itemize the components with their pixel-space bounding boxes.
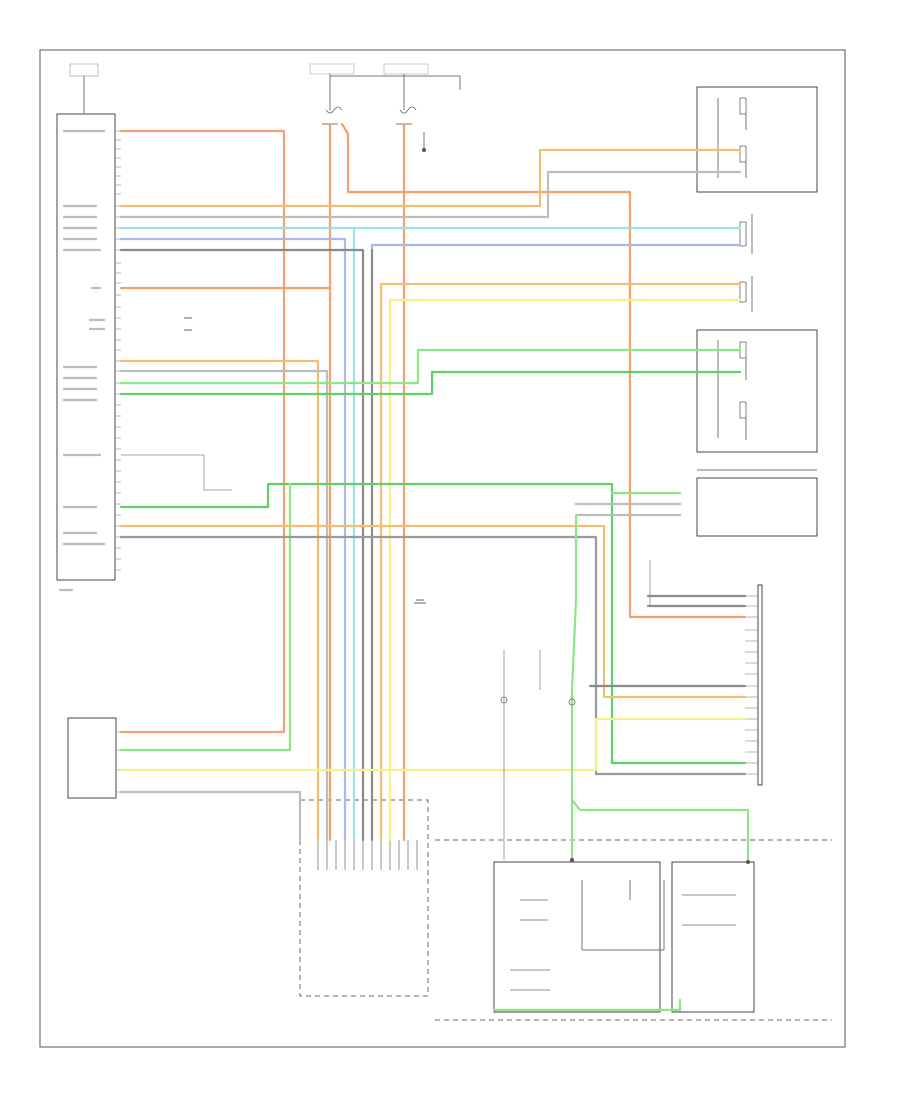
diagram-frame bbox=[39, 49, 846, 1048]
radio-box bbox=[56, 113, 116, 581]
rear-audio-controls bbox=[696, 469, 818, 537]
wire-yellow bbox=[388, 298, 742, 842]
ground-icon bbox=[184, 317, 426, 604]
radio-pin-ticks bbox=[115, 130, 121, 571]
wire-light-green bbox=[119, 348, 742, 385]
inline-connectors bbox=[121, 454, 651, 860]
radio-pin-label-stubs bbox=[58, 129, 106, 592]
speaker-coil-icon bbox=[739, 145, 747, 163]
wire-orange bbox=[340, 122, 747, 619]
wire-light-green bbox=[492, 998, 682, 1012]
left-rear-speaker bbox=[739, 214, 753, 254]
wire-tan bbox=[379, 282, 742, 842]
wire-green bbox=[119, 370, 742, 396]
ground-icon bbox=[422, 148, 426, 152]
speaker-coil-icon bbox=[739, 281, 747, 303]
wire-dark-gray bbox=[119, 248, 365, 842]
wires bbox=[119, 122, 750, 1012]
steering-wheel-controls bbox=[435, 839, 832, 1021]
wire-blue bbox=[119, 237, 347, 842]
right-rear-speaker bbox=[739, 276, 753, 312]
right-front-speakers bbox=[696, 329, 818, 453]
speaker-coil-icon bbox=[739, 401, 747, 419]
speaker-coil-icon bbox=[739, 97, 747, 115]
body-control-module bbox=[745, 584, 763, 786]
wire-tan bbox=[119, 148, 742, 208]
wire-yellow bbox=[119, 717, 747, 772]
wire-green bbox=[119, 482, 747, 765]
wire-tan bbox=[119, 359, 320, 842]
wire-light-green bbox=[570, 798, 750, 864]
wire-gray bbox=[119, 170, 742, 219]
power-feed-area bbox=[309, 63, 461, 152]
wire-blue bbox=[370, 243, 742, 252]
connector-pin-icon bbox=[746, 860, 750, 864]
switch-contact-icon bbox=[510, 894, 736, 991]
radio-component bbox=[56, 63, 121, 592]
speaker-coil-icon bbox=[739, 221, 747, 247]
wire-tan bbox=[119, 524, 747, 699]
wire-light-green bbox=[570, 513, 578, 862]
connector-pin-icon bbox=[570, 858, 574, 862]
wire-light-green bbox=[119, 482, 292, 752]
wire-gray bbox=[119, 535, 747, 776]
wire-gray bbox=[119, 369, 329, 842]
lower-left-module bbox=[67, 717, 124, 799]
left-front-speakers bbox=[696, 86, 818, 193]
wire-gray bbox=[119, 790, 302, 842]
wire-orange bbox=[119, 129, 286, 734]
connector-dots bbox=[500, 696, 750, 864]
